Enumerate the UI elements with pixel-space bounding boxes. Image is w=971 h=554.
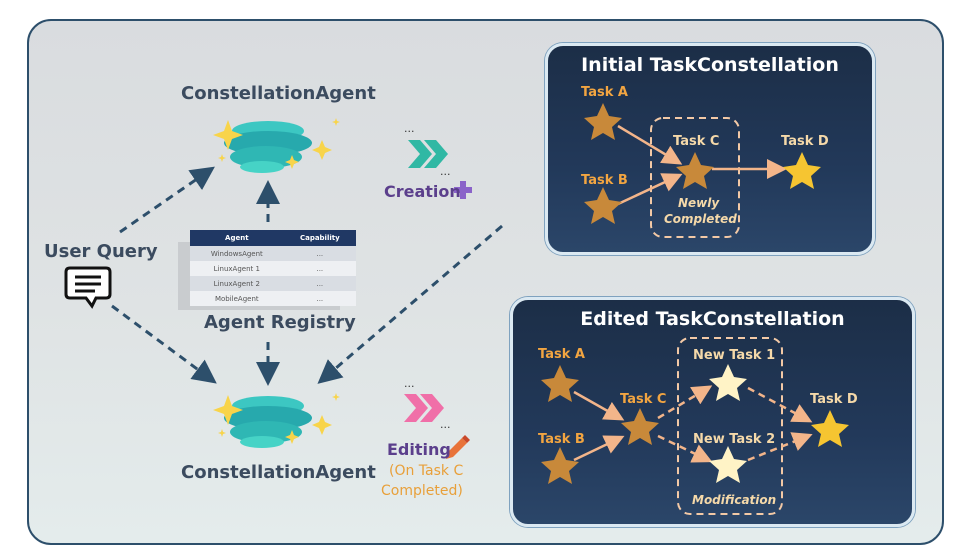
sparkle-icon (285, 430, 299, 444)
edited-task-b-label: Task B (538, 432, 585, 447)
initial-task-b-label: Task B (581, 173, 628, 188)
initial-constellation-panel: Initial TaskConstellation (545, 43, 875, 255)
registry-cell: ... (283, 246, 356, 261)
registry-header-capability: Capability (283, 230, 356, 246)
sparkle-icon (218, 154, 226, 162)
top-agent-label: ConstellationAgent (181, 83, 376, 104)
sparkle-icon (213, 120, 243, 150)
table-row: LinuxAgent 1 ... (190, 261, 356, 276)
star-icon (541, 447, 579, 484)
registry-cell: WindowsAgent (190, 246, 284, 261)
registry-cell: ... (283, 291, 356, 306)
star-icon (709, 446, 747, 483)
registry-label: Agent Registry (204, 312, 356, 333)
star-icon (709, 364, 747, 401)
edited-constellation-panel: Edited TaskConstellation (510, 297, 915, 527)
edge-new1-to-d (747, 386, 813, 423)
registry-cell: LinuxAgent 1 (190, 261, 284, 276)
star-icon (584, 187, 622, 224)
editing-ellipsis-bottom: ... (440, 418, 451, 431)
edited-task-d-label: Task D (810, 392, 858, 407)
chevron-double-right-icon (408, 140, 432, 168)
chevron-double-right-icon (404, 394, 428, 422)
registry-cell: ... (283, 276, 356, 291)
star-icon (783, 152, 821, 189)
arrow-query-to-top-agent (119, 166, 215, 234)
edge-b-to-c (617, 173, 683, 206)
edited-task-c-label: Task C (620, 392, 667, 407)
edge-b-to-c (573, 435, 625, 462)
sparkle-icon (218, 429, 226, 437)
user-query-label: User Query (44, 241, 158, 262)
plus-icon (454, 181, 472, 199)
sparkle-icon (312, 415, 332, 435)
editing-ellipsis-top: ... (404, 377, 415, 390)
registry-cell: ... (283, 261, 356, 276)
initial-task-a-label: Task A (581, 85, 628, 100)
sparkle-icon (332, 118, 340, 126)
sparkle-icon (213, 395, 243, 425)
edge-a-to-c (573, 390, 625, 421)
arrow-query-to-bottom-agent (111, 304, 217, 384)
edge-c-to-new1 (657, 385, 713, 420)
creation-ellipsis-bottom: ... (440, 165, 451, 178)
initial-task-c-label: Task C (673, 134, 720, 149)
newly-completed-box (650, 117, 740, 238)
creation-label: Creation (384, 182, 461, 201)
pencil-icon (446, 438, 467, 459)
initial-task-d-label: Task D (781, 134, 829, 149)
modification-note: Modification (692, 493, 777, 507)
newly-note-line2: Completed (664, 212, 737, 226)
arrow-initial-to-bottom-agent (317, 224, 503, 384)
star-icon (676, 152, 714, 189)
star-icon (584, 103, 622, 140)
edited-task-a-label: Task A (538, 347, 585, 362)
editing-note-line2: Completed) (381, 483, 463, 499)
table-row: WindowsAgent ... (190, 246, 356, 261)
sparkle-icon (285, 155, 299, 169)
initial-panel-title: Initial TaskConstellation (581, 54, 839, 76)
sparkle-icon (312, 140, 332, 160)
table-row: LinuxAgent 2 ... (190, 276, 356, 291)
editing-note-line1: (On Task C (389, 463, 464, 479)
registry-cell: LinuxAgent 2 (190, 276, 284, 291)
newly-note-line1: Newly (678, 196, 720, 210)
modification-box (677, 337, 783, 515)
registry-header-agent: Agent (190, 230, 284, 246)
new-task-2-label: New Task 2 (693, 432, 776, 447)
table-row: MobileAgent ... (190, 291, 356, 306)
edge-a-to-c (617, 124, 683, 165)
edge-new2-to-d (747, 432, 813, 462)
new-task-1-label: New Task 1 (693, 348, 776, 363)
bottom-agent-label: ConstellationAgent (181, 462, 376, 483)
star-icon (541, 365, 579, 402)
star-icon (811, 410, 849, 447)
editing-label: Editing (387, 440, 451, 459)
creation-ellipsis-top: ... (404, 122, 415, 135)
sparkle-icon (332, 393, 340, 401)
agent-registry-table: Agent Capability WindowsAgent ... LinuxA… (190, 230, 356, 306)
star-icon (621, 408, 659, 445)
edited-panel-title: Edited TaskConstellation (580, 308, 845, 330)
edge-c-to-new2 (657, 434, 713, 463)
registry-cell: MobileAgent (190, 291, 284, 306)
